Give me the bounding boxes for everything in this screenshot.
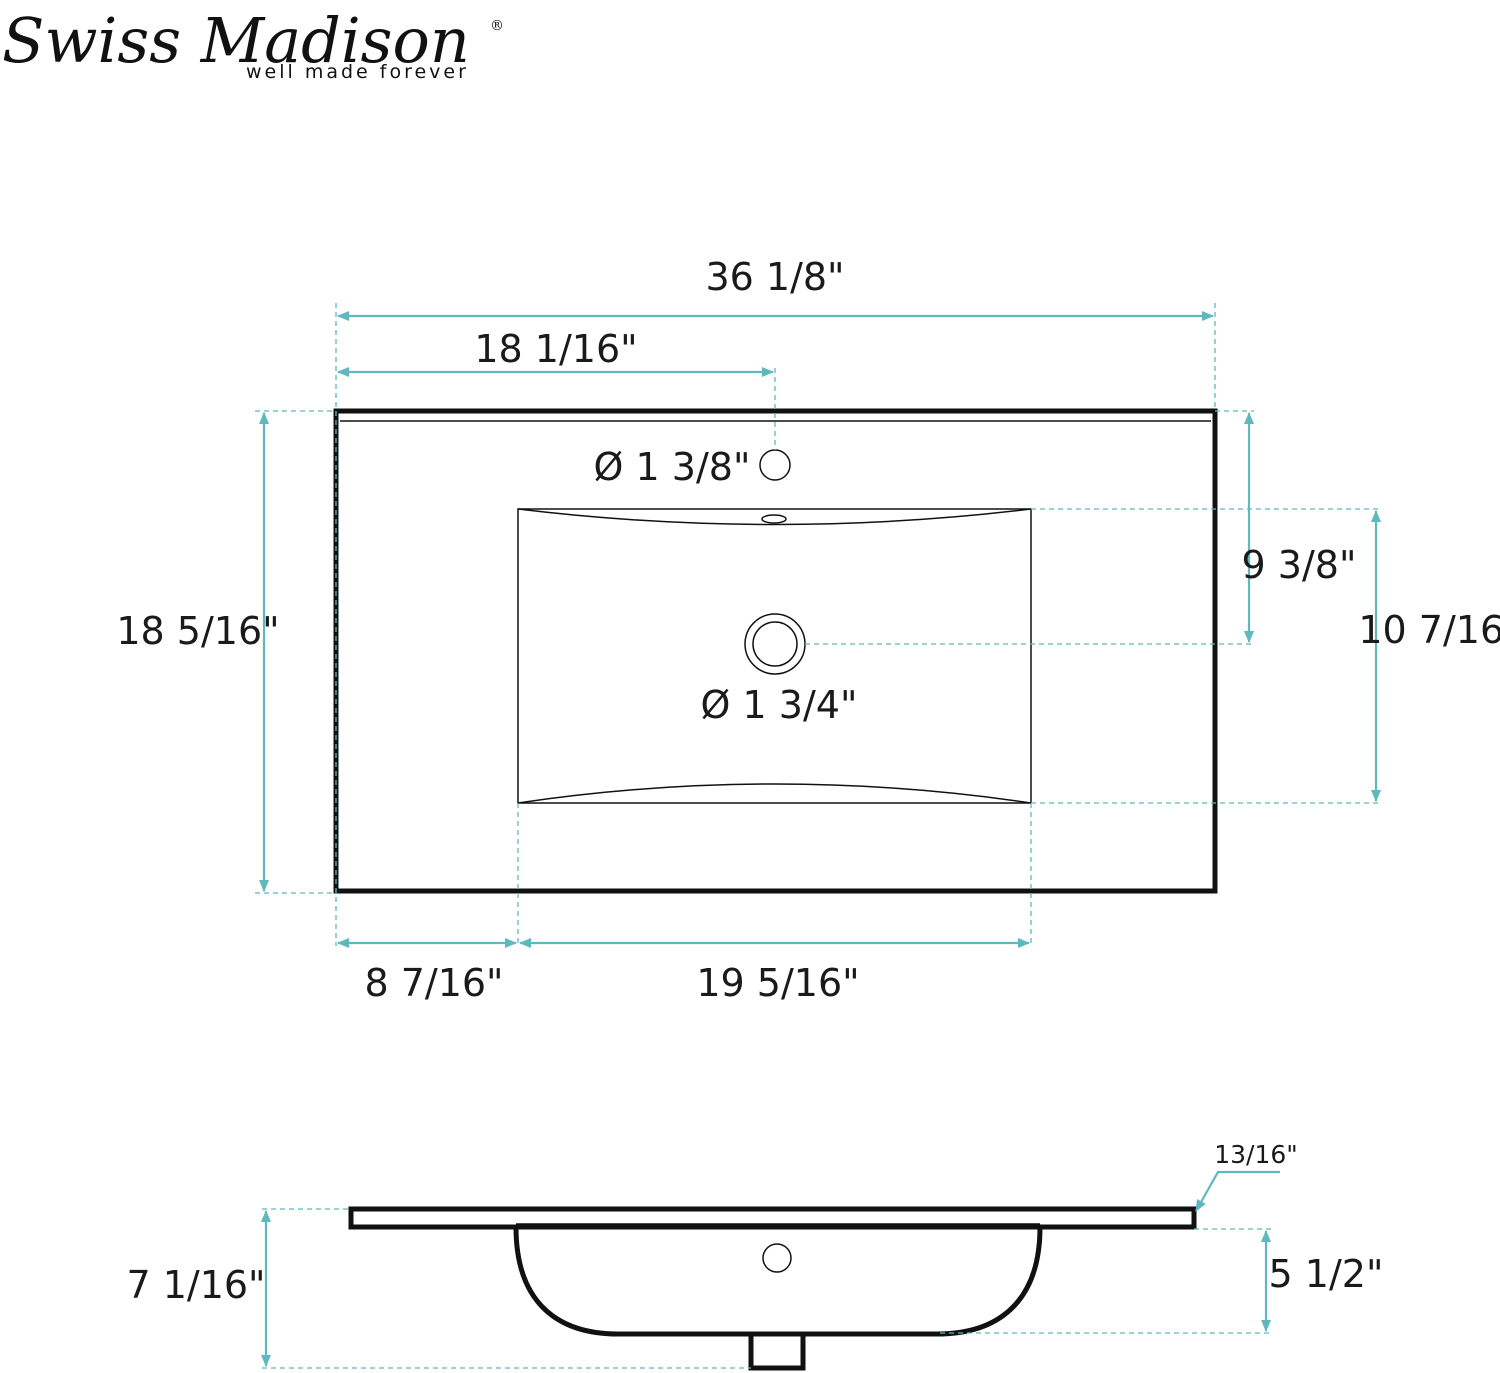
- brand-tagline: well made forever: [246, 61, 469, 83]
- drain-tailpiece: [748, 1334, 806, 1371]
- bowl-outline: [513, 1226, 1043, 1337]
- label-basin-depth: 10 7/16": [1358, 608, 1500, 652]
- basin-back-curve: [517, 508, 1032, 526]
- top-view-extension-lines: [255, 303, 1382, 946]
- registered-mark: ®: [490, 18, 504, 34]
- overflow-slot: [761, 514, 787, 524]
- top-view-dimension-lines: [259, 311, 1381, 948]
- label-drain-to-back: 9 3/8": [1242, 543, 1357, 587]
- label-left-margin: 8 7/16": [364, 961, 503, 1005]
- brand-name: Swiss Madison: [2, 4, 470, 77]
- basin-front-curve: [517, 783, 1032, 804]
- label-bowl-depth: 5 1/2": [1269, 1252, 1384, 1296]
- top-view: [333, 408, 1218, 894]
- label-basin-width: 19 5/16": [696, 961, 859, 1005]
- side-view: [348, 1206, 1197, 1371]
- countertop-outline: [333, 408, 1218, 894]
- overflow-hole: [762, 1243, 792, 1273]
- brand-logo: Swiss Madison ® well made forever: [2, 4, 504, 83]
- drain-outer: [744, 613, 806, 675]
- label-faucet-hole-diameter: Ø 1 3/8": [594, 445, 751, 489]
- deck-outline: [348, 1206, 1197, 1230]
- drain-inner: [752, 621, 798, 667]
- deck-thickness-leader: [1195, 1170, 1280, 1212]
- label-overall-height: 7 1/16": [126, 1263, 265, 1307]
- label-faucet-offset: 18 1/16": [474, 327, 637, 371]
- label-deck-thickness: 13/16": [1214, 1140, 1298, 1169]
- label-overall-depth: 18 5/16": [116, 609, 279, 653]
- label-overall-width: 36 1/8": [705, 255, 844, 299]
- side-view-extension-lines: [262, 1208, 1272, 1369]
- basin-outline: [517, 508, 1032, 804]
- side-view-dimension-lines: [261, 1170, 1280, 1367]
- label-drain-diameter: Ø 1 3/4": [701, 683, 858, 727]
- faucet-hole: [759, 449, 791, 481]
